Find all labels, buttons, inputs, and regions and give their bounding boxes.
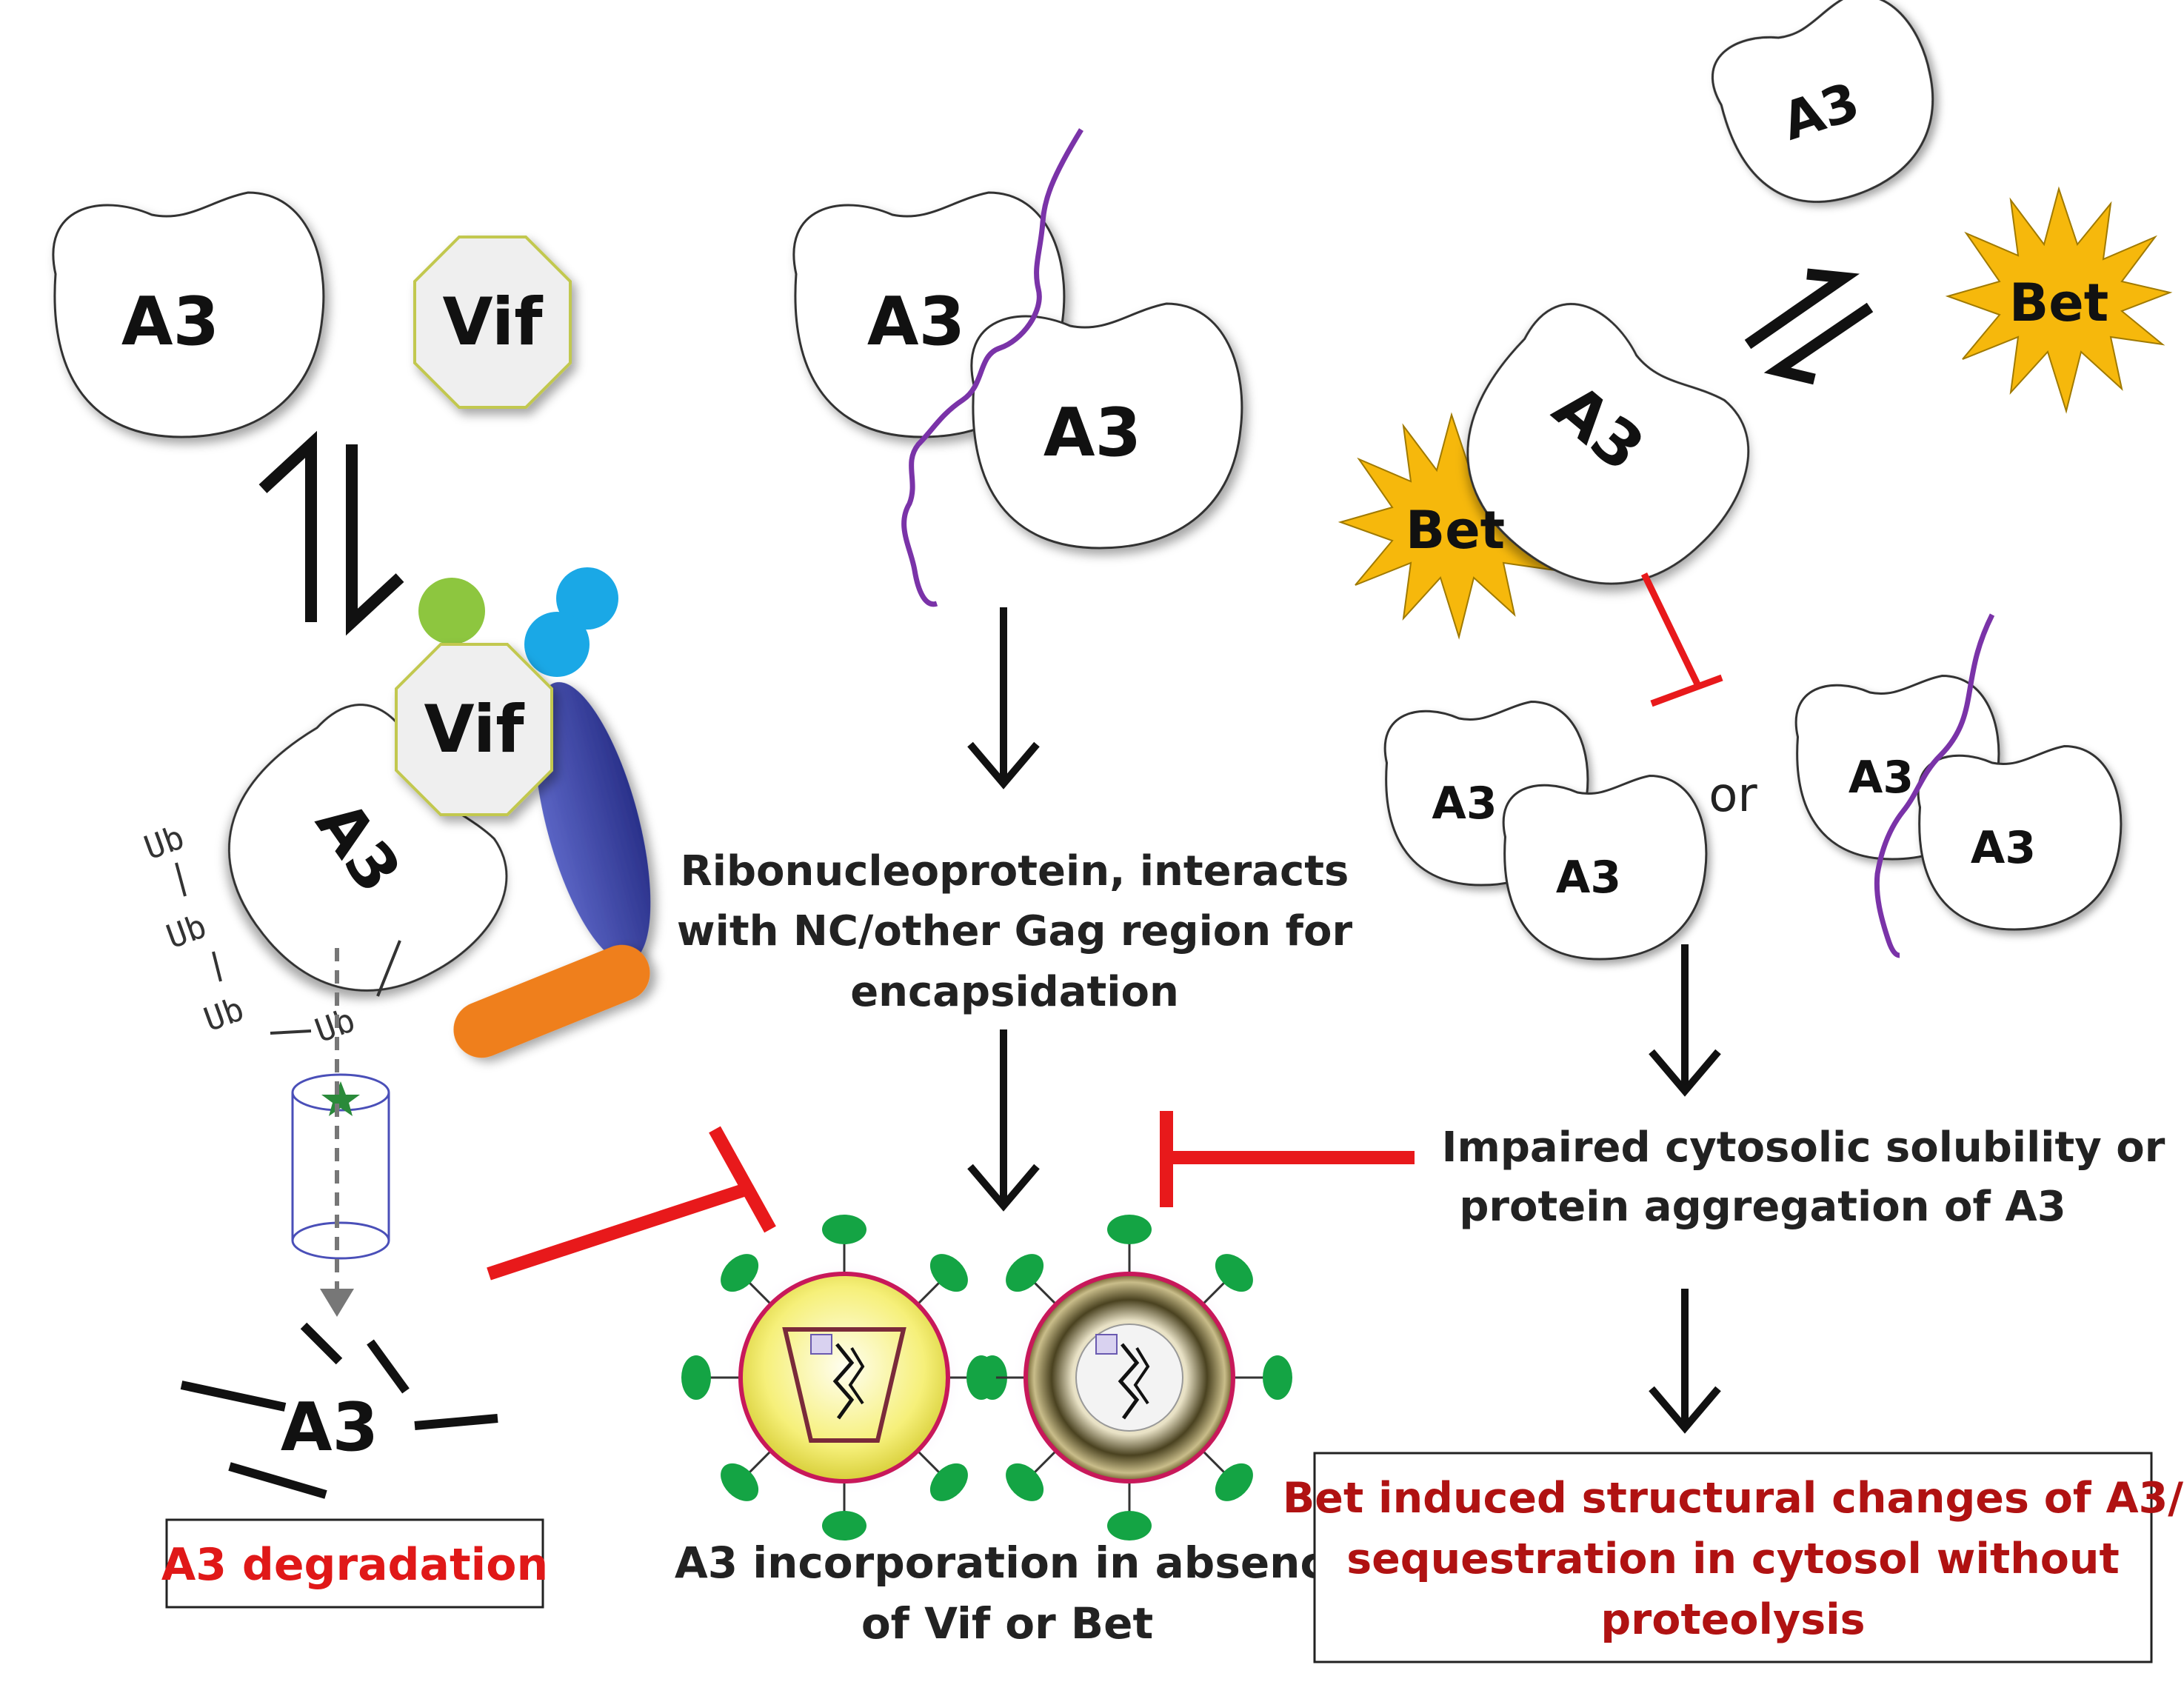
virion-dark <box>966 1215 1292 1541</box>
vif-bound: Vif <box>395 643 553 816</box>
degradation-caption: A3 degradation <box>161 1539 548 1591</box>
bet-free: Bet <box>1945 186 2173 414</box>
bet-pathway: A3 Bet A3 Bet A3 <box>1160 0 2183 1663</box>
bet-caption-line3: proteolysis <box>1600 1595 1865 1644</box>
inhibition-arrow-right <box>1160 1111 1415 1207</box>
rnp-caption-line2: with NC/other Gag region for <box>677 907 1353 955</box>
green-ball <box>418 578 485 644</box>
arrow-down-icon <box>1649 944 1721 1097</box>
rna-strand <box>1874 613 1995 958</box>
ub-label: Ub <box>139 818 189 867</box>
proteasome-icon <box>291 1073 390 1260</box>
star-icon <box>321 1081 360 1116</box>
vif-label: Vif <box>442 284 544 360</box>
vif-free: Vif <box>413 236 572 409</box>
a3-free-left: A3 <box>52 191 325 438</box>
rna-strand <box>901 128 1083 607</box>
inhibition-arrow-left <box>487 1126 776 1281</box>
a3-degraded-label: A3 <box>281 1389 378 1466</box>
bet-effect-box <box>1313 1452 2153 1663</box>
blue-ball <box>524 612 590 677</box>
bet-label: Bet <box>2009 273 2108 333</box>
ub-label: Ub <box>161 907 211 956</box>
vif-pathway: A3 Vif A3 Vif Ub <box>52 191 651 1609</box>
a3-label: A3 <box>1432 778 1497 830</box>
inhibition-arrow-bet <box>1640 573 1723 707</box>
a3-label: A3 <box>1849 752 1914 804</box>
degraded-fragments <box>180 1322 498 1499</box>
a3-label: A3 <box>1043 394 1141 472</box>
ub-label: Ub <box>199 990 249 1039</box>
arrowhead-icon <box>320 1289 354 1317</box>
arrow-down-icon <box>1649 1289 1721 1434</box>
a3-rnp-front: A3 <box>970 302 1243 550</box>
virion-spikes <box>966 1215 1292 1541</box>
a3-free-right: A3 <box>1698 0 1961 228</box>
bet-caption-line1: Bet induced structural changes of A3/ <box>1283 1474 2183 1523</box>
a3-label: A3 <box>121 283 219 361</box>
encapsidation-pathway: A3 A3 Ribonucleoprotein, interacts with … <box>487 128 1355 1649</box>
vif-label: Vif <box>424 691 525 767</box>
arrow-down-icon <box>967 607 1040 790</box>
a3-rnp-back: A3 <box>792 191 1066 438</box>
cullin-scaffold <box>534 681 651 963</box>
incorporation-caption-line1: A3 incorporation in absence <box>675 1538 1355 1588</box>
a3-dimer-rna-front: A3 <box>1917 745 2123 931</box>
a3-label: A3 <box>1556 852 1621 904</box>
equilibrium-arrows-left <box>258 430 404 636</box>
virion-yellow <box>681 1215 1007 1541</box>
incorporation-caption-line2: of Vif or Bet <box>861 1598 1153 1649</box>
degradation-box <box>165 1518 544 1609</box>
impaired-caption-line1: Impaired cytosolic solubility or <box>1442 1124 2165 1172</box>
blue-ball <box>556 567 618 630</box>
rnp-caption-line3: encapsidation <box>850 968 1179 1016</box>
a3-dimer-rna-back: A3 <box>1794 675 2000 861</box>
or-label: or <box>1709 768 1757 823</box>
rnp-caption-line1: Ribonucleoprotein, interacts <box>681 847 1349 895</box>
a3-label: A3 <box>867 283 965 361</box>
bet-caption-line2: sequestration in cytosol without <box>1346 1535 2120 1583</box>
equilibrium-arrows-right <box>1744 268 1874 385</box>
a3-label: A3 <box>1971 822 2036 874</box>
impaired-caption-line2: protein aggregation of A3 <box>1459 1183 2066 1231</box>
bet-label: Bet <box>1406 500 1505 561</box>
arrow-down-icon <box>967 1029 1040 1212</box>
adaptor-bar <box>453 944 650 1058</box>
a3-dimer-back: A3 <box>1383 701 1589 887</box>
a3-dimer-front: A3 <box>1502 775 1708 961</box>
